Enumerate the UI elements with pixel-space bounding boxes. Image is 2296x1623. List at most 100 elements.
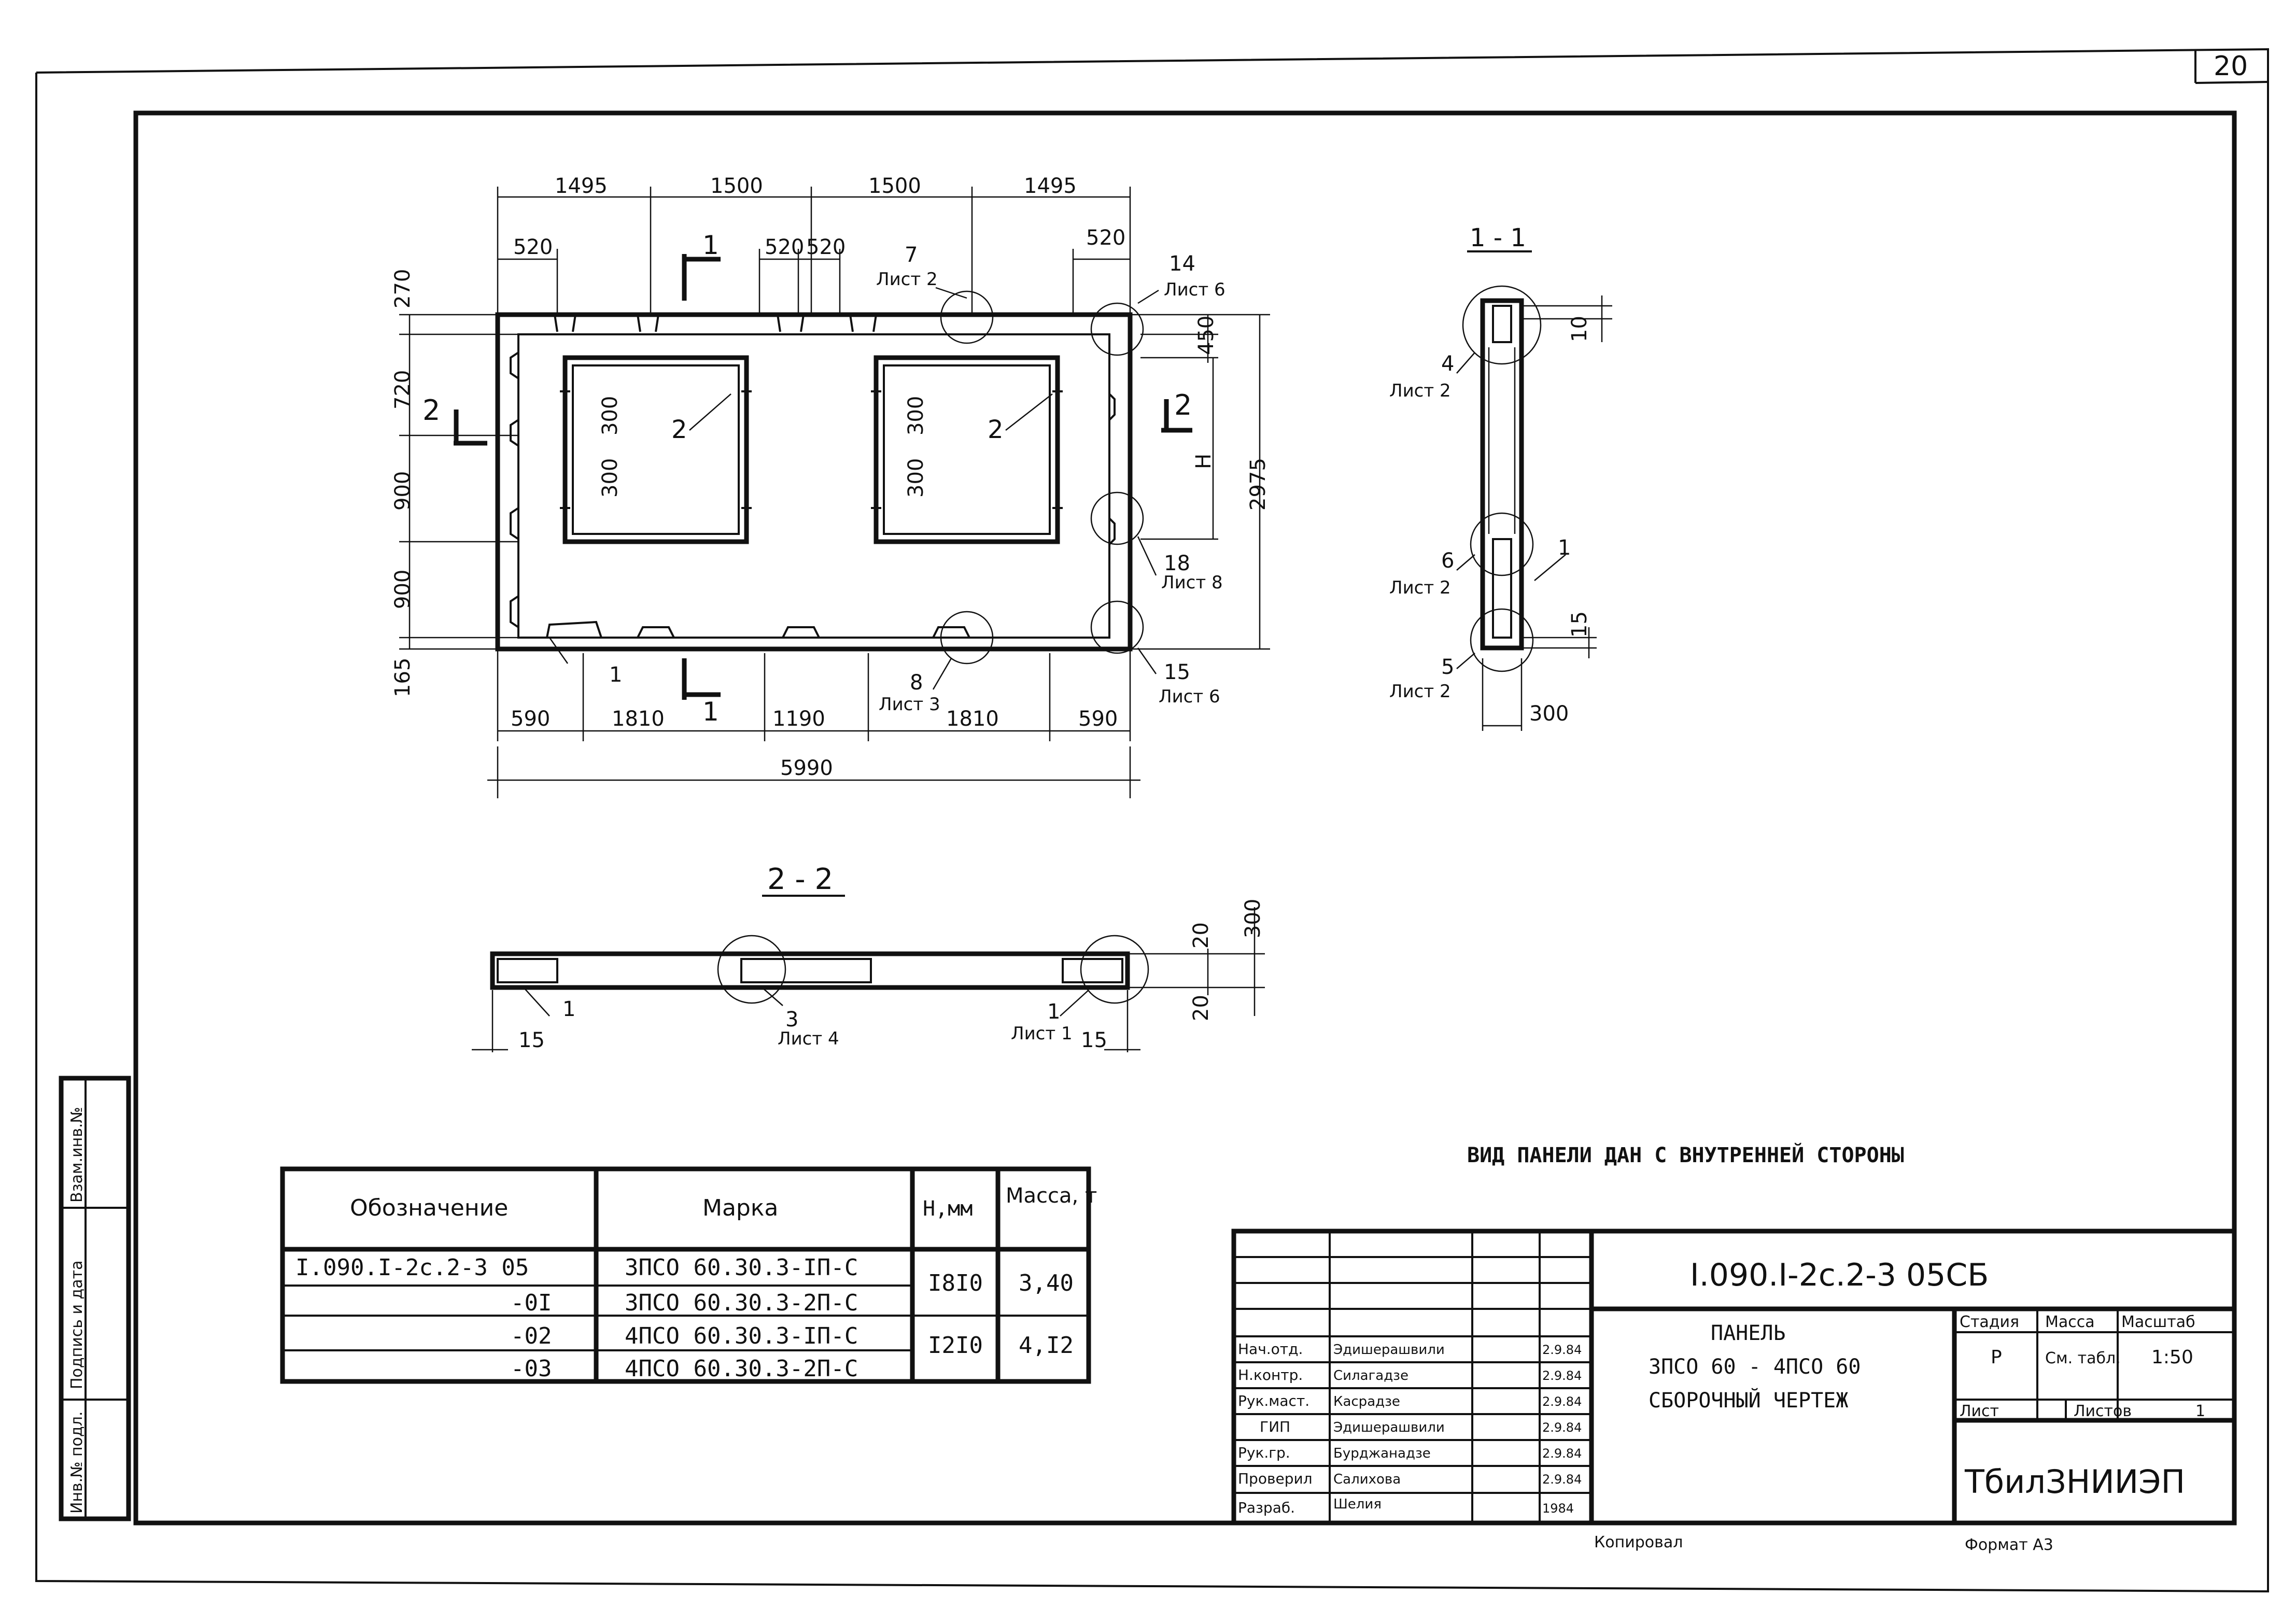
sig-date-6: 2.9.84 xyxy=(1542,1472,1582,1487)
dim-open-4: 300 xyxy=(904,458,928,498)
value-stage: Р xyxy=(1991,1347,2002,1368)
section-mark-1-bottom: 1 xyxy=(702,697,719,727)
dim-top2-4: 520 xyxy=(1086,226,1125,250)
callout-14-sheet: Лист 6 xyxy=(1164,279,1226,300)
callout-18-num: 18 xyxy=(1164,552,1190,575)
dim-bot-total: 5990 xyxy=(780,756,833,780)
callout-7-sheet: Лист 2 xyxy=(876,269,938,290)
s22-dim15b: 15 xyxy=(1081,1028,1107,1052)
s11-dim15: 15 xyxy=(1568,611,1591,638)
dim-top2-2: 520 xyxy=(765,235,804,259)
drawing-code: I.090.I-2c.2-3 05СБ xyxy=(1690,1257,1989,1293)
plan-callout-labels: 1 1 2 2 2 2 1 7 Лист 2 14 Лист 6 18 Лист… xyxy=(422,230,1226,727)
spec-header-mass: Масса, т xyxy=(1006,1184,1097,1208)
callout-8-num: 8 xyxy=(910,671,923,695)
callout-15-num: 15 xyxy=(1164,660,1190,684)
spec-row-1-designation: I.090.I-2с.2-3 05 xyxy=(295,1254,529,1281)
spec-group-1-mass: 3,40 xyxy=(1019,1270,1074,1296)
window-pos-left: 2 xyxy=(671,415,687,444)
dim-left-4: 900 xyxy=(391,570,415,609)
sig-name-4: Эдишерашвили xyxy=(1333,1420,1445,1435)
spec-row-4-mark: 4ПСО 60.30.3-2П-С xyxy=(625,1356,858,1382)
spec-group-2-mass: 4,I2 xyxy=(1019,1332,1074,1359)
sig-role-1: Нач.отд. xyxy=(1238,1340,1303,1358)
title-line-3: СБОРОЧНЫЙ ЧЕРТЕЖ xyxy=(1649,1388,1848,1413)
sig-role-2: Н.контр. xyxy=(1238,1366,1303,1384)
window-pos-right: 2 xyxy=(988,415,1004,444)
s22-c3-sheet: Лист 4 xyxy=(778,1028,839,1049)
sig-role-5: Рук.гр. xyxy=(1238,1444,1290,1461)
header-mass: Масса xyxy=(2045,1313,2095,1331)
sheet-border xyxy=(35,48,2269,1593)
plan-dimension-labels: 1495 1500 1500 1495 520 520 520 520 270 … xyxy=(391,174,1270,780)
s22-c3-num: 3 xyxy=(785,1008,798,1032)
sig-name-1: Эдишерашвили xyxy=(1333,1342,1445,1358)
spec-row-2-designation: -0I xyxy=(511,1290,552,1316)
dim-open-2: 300 xyxy=(598,458,622,498)
sig-role-3: Рук.маст. xyxy=(1238,1392,1309,1409)
value-scale: 1:50 xyxy=(2151,1347,2193,1368)
s22-dim20a: 20 xyxy=(1189,922,1213,949)
dim-open-3: 300 xyxy=(904,396,928,435)
spec-header-designation: Обозначение xyxy=(350,1195,508,1221)
spec-row-3-designation: -02 xyxy=(511,1323,552,1349)
sig-date-1: 2.9.84 xyxy=(1542,1343,1582,1357)
s22-dim300: 300 xyxy=(1241,899,1265,938)
spec-table-text: Обозначение Марка Н,мм Масса, т I.090.I-… xyxy=(295,1184,1097,1382)
spec-group-1-h: I8I0 xyxy=(928,1270,983,1296)
dim-top-3: 1500 xyxy=(868,174,921,198)
sig-name-3: Касрадзе xyxy=(1333,1394,1400,1409)
section-2-2: 2 - 2 300 20 20 15 15 1 3 Лист 4 1 Лист … xyxy=(472,863,1265,1052)
sig-name-5: Бурджанадзе xyxy=(1333,1446,1431,1461)
title-block xyxy=(1231,1229,2237,1526)
dim-right-H: H xyxy=(1192,454,1216,469)
spec-row-3-mark: 4ПСО 60.30.3-IП-С xyxy=(625,1323,858,1349)
dim-right-450: 450 xyxy=(1194,316,1218,355)
sig-name-7: Шелия xyxy=(1333,1497,1382,1512)
footer-copied: Копировал xyxy=(1594,1533,1683,1551)
sig-role-7: Разраб. xyxy=(1238,1499,1295,1516)
sheet-number: 20 xyxy=(2214,51,2248,82)
header-stage: Стадия xyxy=(1960,1313,2019,1331)
sig-date-7: 1984 xyxy=(1542,1501,1574,1516)
sheet-label: Лист xyxy=(1960,1402,1999,1420)
title-line-1: ПАНЕЛЬ xyxy=(1711,1321,1786,1345)
s22-dim15a: 15 xyxy=(518,1028,545,1052)
section-mark-1-top: 1 xyxy=(702,230,719,260)
sig-role-4: ГИП xyxy=(1260,1418,1290,1435)
s11-dim10: 10 xyxy=(1568,316,1591,342)
spec-table xyxy=(280,1166,1091,1384)
s22-c1-sheet: Лист 1 xyxy=(1011,1023,1073,1044)
dim-top-1: 1495 xyxy=(555,174,608,198)
sig-date-2: 2.9.84 xyxy=(1542,1368,1582,1383)
dim-open-1: 300 xyxy=(598,396,622,435)
callout-7-num: 7 xyxy=(905,243,918,267)
dim-left-1: 270 xyxy=(391,269,415,308)
s22-pos1: 1 xyxy=(562,997,575,1021)
dim-right-2975: 2975 xyxy=(1246,458,1270,511)
spec-group-2-h: I2I0 xyxy=(928,1332,983,1359)
title-line-2: 3ПСО 60 - 4ПСО 60 xyxy=(1649,1355,1861,1379)
section-1-1-title: 1 - 1 xyxy=(1470,223,1526,252)
title-block-text: I.090.I-2c.2-3 05СБ ПАНЕЛЬ 3ПСО 60 - 4ПС… xyxy=(1238,1257,2205,1516)
dim-left-3: 900 xyxy=(391,471,415,511)
header-scale: Масштаб xyxy=(2121,1313,2195,1331)
s11-c5-sheet: Лист 2 xyxy=(1389,681,1451,702)
dim-bot-3: 1190 xyxy=(772,707,825,731)
stamp-signature: Подпись и дата xyxy=(68,1261,86,1390)
dim-top-4: 1495 xyxy=(1024,174,1077,198)
sig-date-4: 2.9.84 xyxy=(1542,1420,1582,1435)
value-mass: См. табл. xyxy=(2045,1349,2121,1367)
sig-name-6: Салихова xyxy=(1333,1472,1401,1487)
s22-c1-num: 1 xyxy=(1047,1000,1060,1024)
pos-1-label: 1 xyxy=(609,663,622,687)
dim-bot-1: 590 xyxy=(511,707,550,731)
callout-14-num: 14 xyxy=(1169,252,1195,276)
spec-header-mark: Марка xyxy=(702,1195,778,1221)
dim-top2-1: 520 xyxy=(513,235,553,259)
sig-date-5: 2.9.84 xyxy=(1542,1446,1582,1461)
section-mark-2-left: 2 xyxy=(422,394,440,427)
callout-15-sheet: Лист 6 xyxy=(1159,686,1220,707)
spec-row-1-mark: 3ПСО 60.30.3-IП-С xyxy=(625,1254,858,1281)
